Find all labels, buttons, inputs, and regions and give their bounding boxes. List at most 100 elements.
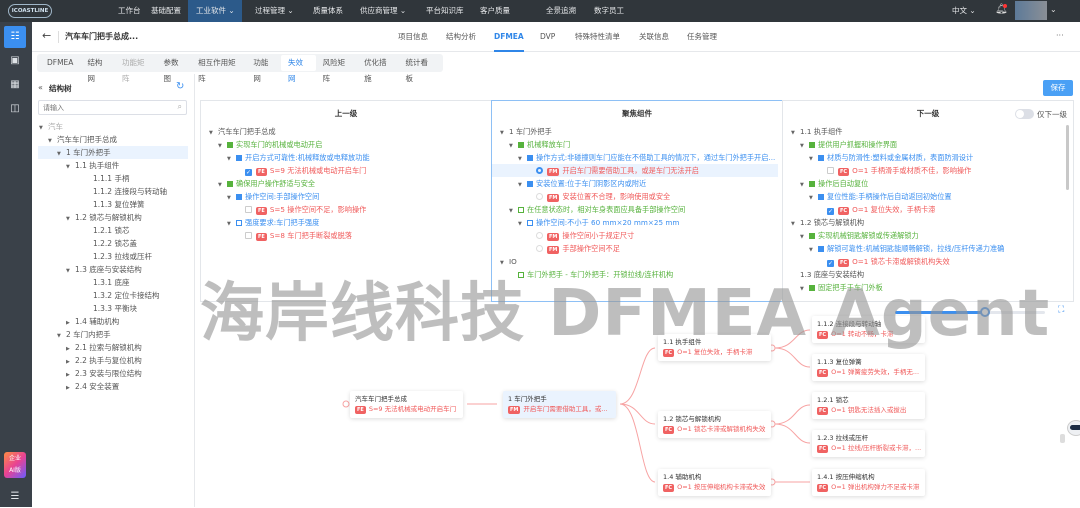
caret-down-icon[interactable]: ▼ — [227, 195, 231, 201]
zoom-slider[interactable] — [895, 307, 1045, 317]
checkbox[interactable] — [827, 167, 834, 174]
function-item[interactable]: ▼提供用户抓握和操作界面 — [783, 138, 1069, 151]
function-item[interactable]: ▼机械释放车门 — [492, 138, 778, 151]
tree-item[interactable]: ▶2.3 安装与限位结构 — [66, 367, 142, 380]
function-item[interactable]: ▼操作后自动复位 — [783, 177, 1069, 190]
tree-item[interactable]: 1.2.2 锁芯盖 — [75, 237, 137, 250]
caret-down-icon[interactable]: ▼ — [57, 333, 61, 339]
document-icon[interactable]: ▣ — [10, 55, 20, 66]
caret-down-icon[interactable]: ▼ — [39, 125, 43, 131]
more-icon[interactable]: ··· — [1056, 31, 1064, 40]
radio-button[interactable] — [536, 232, 543, 239]
structure-item[interactable]: ▼IO — [492, 255, 778, 268]
tree-item[interactable]: 1.3.1 底座 — [75, 276, 129, 289]
characteristic-item[interactable]: ▼操作空间:手部操作空间 — [201, 190, 487, 203]
caret-down-icon[interactable]: ▼ — [800, 182, 804, 188]
tree-item[interactable]: 1.1.3 复位弹簧 — [75, 198, 144, 211]
caret-down-icon[interactable]: ▼ — [66, 164, 70, 170]
checkbox[interactable] — [245, 232, 252, 239]
caret-down-icon[interactable]: ▼ — [800, 234, 804, 240]
characteristic-item[interactable]: ▼开启方式可靠性:机械释放或电释放功能 — [201, 151, 487, 164]
fullscreen-icon[interactable]: ⛶ — [1058, 305, 1065, 315]
tree-item[interactable]: 1.2.1 锁芯 — [75, 224, 129, 237]
characteristic-item[interactable]: ▼强度要求:车门把手强度 — [201, 216, 487, 229]
avatar[interactable] — [1015, 1, 1047, 20]
function-item[interactable]: 车门外把手 - 车门外把手：开锁拉线/连杆机构 — [492, 268, 778, 281]
tree-item[interactable]: 1.1.1 手柄 — [75, 172, 129, 185]
tree-item[interactable]: ▶2.1 拉索与解锁机构 — [66, 341, 142, 354]
caret-down-icon[interactable]: ▼ — [227, 221, 231, 227]
function-item[interactable]: ▼实现机械钥匙解锁或传递解锁力 — [783, 229, 1069, 242]
characteristic-item[interactable]: ▼安装位置:位于车门阴影区内或附近 — [492, 177, 778, 190]
caret-down-icon[interactable]: ▼ — [509, 143, 513, 149]
search-input[interactable] — [39, 101, 164, 114]
tree-item[interactable]: 1.2.3 拉线或压杆 — [75, 250, 152, 263]
grid-icon[interactable]: ◫ — [10, 103, 20, 114]
refresh-icon[interactable]: ↻ — [176, 81, 185, 92]
caret-right-icon[interactable]: ▶ — [66, 346, 70, 352]
tree-item[interactable]: ▶2.4 安全装置 — [66, 380, 119, 393]
tree-item[interactable]: ▼1 车门外把手 — [38, 146, 188, 159]
nav-item-workbench[interactable]: 工作台 — [118, 6, 141, 15]
tab-special-characteristics[interactable]: 特殊特性清单 — [575, 32, 620, 41]
tree-item[interactable]: ▼汽车车门把手总成 — [48, 133, 117, 146]
structure-item[interactable]: ▼1.2 锁芯与解锁机构 — [783, 216, 1069, 229]
checkbox[interactable]: ✓ — [245, 169, 252, 176]
tree-item[interactable]: ▼2 车门内把手 — [57, 328, 111, 341]
zoom-slider-handle[interactable] — [980, 307, 990, 317]
caret-down-icon[interactable]: ▼ — [509, 208, 513, 214]
tree-item[interactable]: 1.1.2 连接段与转动轴 — [75, 185, 167, 198]
nav-item-customer-quality[interactable]: 客户质量 — [480, 6, 510, 15]
tree-item[interactable]: ▶1.4 辅助机构 — [66, 315, 119, 328]
tab-dvp[interactable]: DVP — [540, 32, 556, 41]
function-item[interactable]: ▼在任意状态时，相对车身表面应具备手部操作空间 — [492, 203, 778, 216]
nav-item-traceability[interactable]: 全景追溯 — [546, 6, 576, 15]
caret-right-icon[interactable]: ▶ — [66, 359, 70, 365]
caret-down-icon[interactable]: ▼ — [809, 247, 813, 253]
tree-item[interactable]: ▶2.2 执手与复位机构 — [66, 354, 142, 367]
structure-item[interactable]: ▼1 车门外把手 — [492, 125, 778, 138]
robot-assistant-icon[interactable] — [1058, 418, 1080, 448]
language-select[interactable]: 中文 ⌄ — [944, 0, 984, 22]
save-button[interactable]: 保存 — [1043, 80, 1073, 96]
tree-search-input[interactable]: ⌕ — [38, 100, 187, 115]
back-arrow-icon[interactable]: ← — [42, 29, 52, 42]
caret-down-icon[interactable]: ▼ — [800, 286, 804, 292]
caret-down-icon[interactable]: ▼ — [66, 268, 70, 274]
nav-item-digital-employee[interactable]: 数字员工 — [594, 6, 624, 15]
collapse-icon[interactable]: « — [38, 83, 43, 92]
tab-project-info[interactable]: 项目信息 — [398, 32, 428, 41]
radio-button[interactable] — [536, 245, 543, 252]
caret-down-icon[interactable]: ▼ — [809, 195, 813, 201]
caret-down-icon[interactable]: ▼ — [800, 143, 804, 149]
caret-down-icon[interactable]: ▼ — [791, 221, 795, 227]
characteristic-item[interactable]: ▼材质与防滑性:塑料或金属材质，表面防滑设计 — [783, 151, 1069, 164]
subtab-item[interactable]: 参数图 — [163, 58, 179, 83]
structure-item[interactable]: 1.3 底座与安装结构 — [783, 268, 1069, 281]
caret-down-icon[interactable]: ▼ — [791, 130, 795, 136]
chevron-down-icon[interactable]: ⌄ — [1050, 5, 1057, 14]
caret-down-icon[interactable]: ▼ — [809, 156, 813, 162]
function-item[interactable]: ▼固定把手于车门外板 — [783, 281, 1069, 294]
caret-right-icon[interactable]: ▶ — [66, 385, 70, 391]
subtab-item[interactable]: 统计看板 — [405, 58, 429, 83]
tab-related-info[interactable]: 关联信息 — [639, 32, 669, 41]
bell-icon[interactable]: 🔔︎ — [995, 4, 1008, 15]
radio-button[interactable] — [536, 193, 543, 200]
list-icon[interactable]: ☷ — [4, 26, 26, 48]
caret-down-icon[interactable]: ▼ — [66, 216, 70, 222]
subtab-item[interactable]: 风险矩阵 — [322, 58, 346, 83]
